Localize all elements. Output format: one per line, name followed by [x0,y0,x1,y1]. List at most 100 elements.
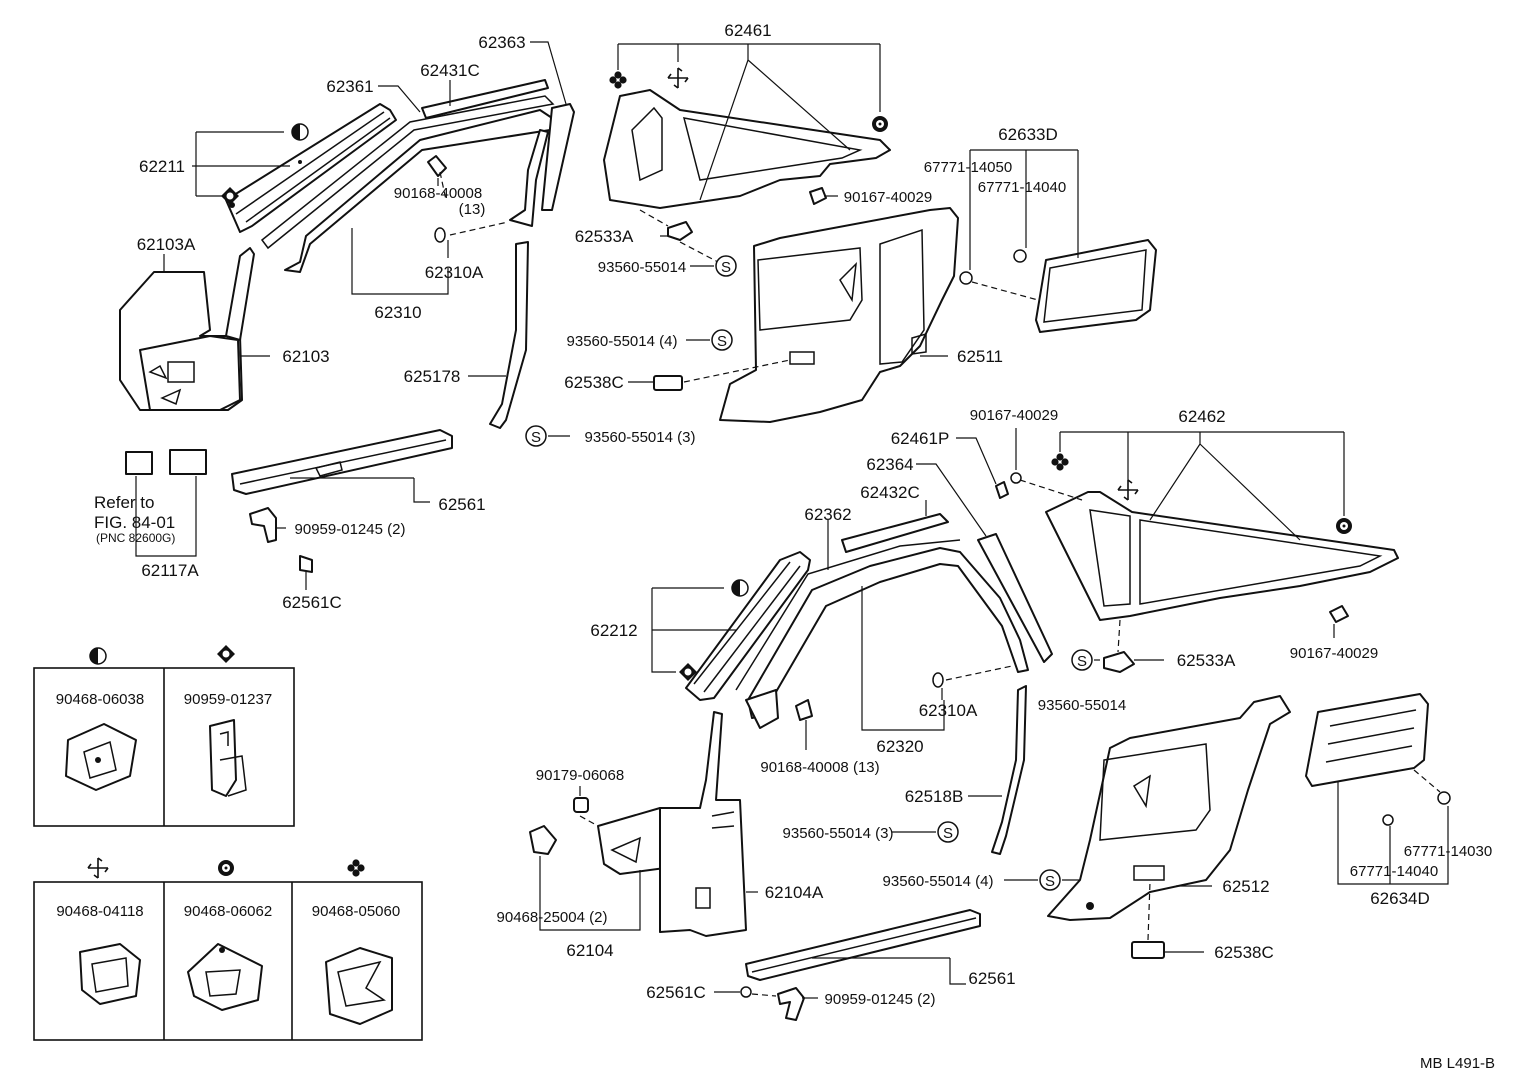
label-62103: 62103 [282,347,329,366]
label-62362: 62362 [804,505,851,524]
half-circle-icon [731,579,749,597]
svg-text:S: S [531,429,541,446]
label-refer2: FIG. 84-01 [94,513,175,532]
part-62561-a [231,429,453,495]
label-refer1: Refer to [94,493,154,512]
part-62512 [1047,695,1291,921]
nut-90179-06068 [573,797,599,827]
label-90168-40008-b: 90168-40008 (13) [760,759,879,776]
screw-90167-40029-c [1329,605,1349,623]
part-62511 [719,207,959,423]
label-62310A-b: 62310A [919,701,978,720]
legend-cell-1: 90468-06038 [56,691,144,708]
label-62561-a: 62561 [438,495,485,514]
gear-circle-icon [218,860,234,876]
label-90167-40029-c: 90167-40029 [1290,645,1378,662]
grommet-67771-14050 [959,271,1039,301]
diamond-icon [217,645,235,663]
part-62462 [1045,491,1399,621]
gear-circle-icon [872,116,888,132]
s-circle-icon: S [1071,649,1093,671]
label-67771-14040-b: 67771-14040 [1350,863,1438,880]
label-93560-55014-b: 93560-55014 [1038,697,1126,714]
clip-62310A-a [434,221,509,243]
s-circle-icon: S [525,425,547,447]
label-62364: 62364 [866,455,913,474]
label-90167-40029-b: 90167-40029 [970,407,1058,424]
part-62211 [225,103,397,233]
clip-62533A-a [639,209,719,263]
s-markers: S S S S S S [525,255,1093,891]
clip-90468-25004 [529,825,557,855]
svg-text:S: S [943,825,953,842]
label-62538C-a: 62538C [564,373,624,392]
part-62431C [421,79,549,119]
part-62561-b [745,909,981,981]
svg-text:S: S [1045,873,1055,890]
label-13: (13) [459,201,486,218]
legend-cell-4: 90468-06062 [184,903,272,920]
grommet-67771-14030 [1413,769,1451,805]
label-625178: 625178 [404,367,461,386]
svg-text:S: S [721,259,731,276]
screw-90167-40029-a [809,187,827,205]
label-62461: 62461 [724,21,771,40]
label-62533A-b: 62533A [1177,651,1236,670]
clip-62461P [995,472,1083,501]
plug-62561C-b [740,986,777,998]
label-62634D: 62634D [1370,889,1430,908]
gear-circle-icon [1336,518,1352,534]
label-62533A-a: 62533A [575,227,634,246]
half-circle-icon [89,647,107,665]
label-62538C-b: 62538C [1214,943,1274,962]
part-62364 [977,533,1053,663]
label-62320: 62320 [876,737,923,756]
clip-90468-05060 [325,947,393,1025]
part-62320-arch [735,539,1029,729]
part-62103A [119,271,243,411]
svg-text:S: S [717,333,727,350]
label-93560-55014-3b: 93560-55014 (3) [783,825,894,842]
clip-90468-04118 [79,943,141,1005]
label-90959-01245-a: 90959-01245 (2) [295,521,406,538]
part-62518B [991,685,1027,855]
clover-icon [1051,453,1069,471]
clip-90468-06062 [187,943,263,1011]
clip-90959-01245-b [777,987,805,1021]
label-62461P: 62461P [891,429,950,448]
pinwheel-icon [667,67,689,89]
label-62117A: 62117A [141,561,199,580]
label-62104: 62104 [566,941,613,960]
part-62461 [603,89,891,209]
legend-cell-5: 90468-05060 [312,903,400,920]
clip-90468-06038 [65,723,137,791]
label-93560-55014-3a: 93560-55014 (3) [585,429,696,446]
clip-62310A-b [932,665,1013,688]
label-62361: 62361 [326,77,373,96]
pinwheel-icon [1117,479,1139,501]
part-625178 [489,241,529,429]
legend-top: 90468-06038 90959-01237 [33,645,295,827]
part-62117A-strip [225,247,255,341]
label-62212: 62212 [590,621,637,640]
screw-90168-40008-b [795,699,813,721]
label-90959-01245-b: 90959-01245 (2) [825,991,936,1008]
label-refer3: (PNC 82600G) [96,531,175,545]
label-62561-b: 62561 [968,969,1015,988]
label-62432C: 62432C [860,483,920,502]
grommet-67771-14040-b [1382,814,1394,826]
clover-icon [347,859,365,877]
label-62310: 62310 [374,303,421,322]
label-62211: 62211 [139,157,185,176]
part-62634D [1305,693,1429,787]
label-67771-14050: 67771-14050 [924,159,1012,176]
plug-62561C-a [299,555,313,573]
label-90179-06068: 90179-06068 [536,767,624,784]
s-circle-icon: S [711,329,733,351]
label-62561C-b: 62561C [646,983,706,1002]
part-62104A [659,711,747,937]
legend-cell-3: 90468-04118 [56,903,143,920]
label-62431C: 62431C [420,61,480,80]
clip-90959-01245-a [249,507,277,543]
label-62310A-a: 62310A [425,263,484,282]
